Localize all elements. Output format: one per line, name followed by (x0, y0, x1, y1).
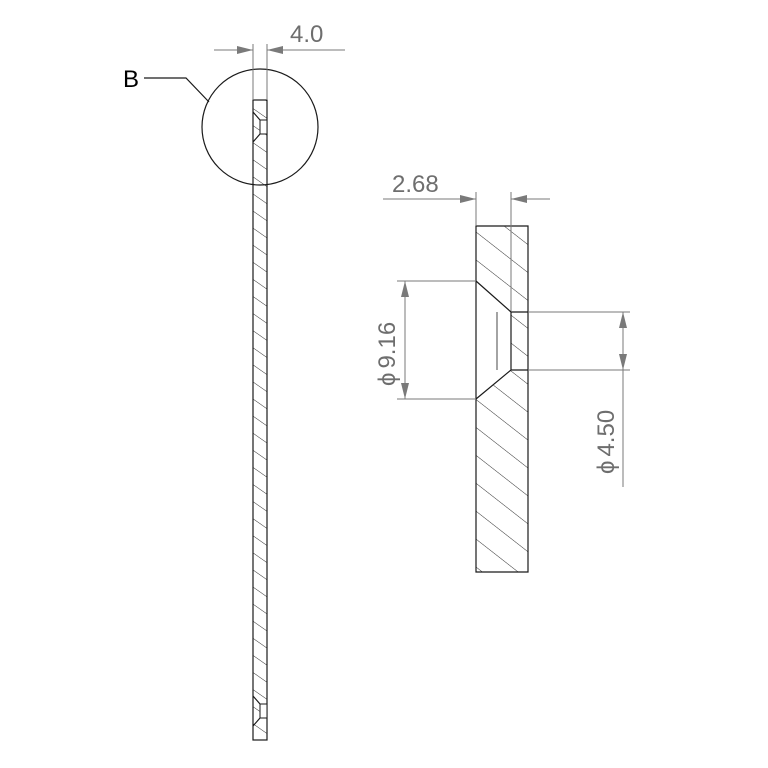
thin-section-hatch (253, 100, 267, 740)
detail-circle-b (201, 68, 319, 186)
dimension-label-2-68: 2.68 (392, 171, 439, 198)
svg-text:ϕ4.50: ϕ 4.50 (593, 410, 620, 474)
diameter-symbol-inner: ϕ (593, 461, 620, 474)
dimension-label-9-16: 9.16 (374, 322, 401, 369)
dimension-thickness-overall: 4.0 (214, 21, 345, 99)
top-counterbore (252, 111, 268, 143)
svg-text:ϕ9.16: ϕ 9.16 (374, 322, 401, 386)
diameter-symbol-outer: ϕ (374, 373, 401, 386)
thin-section-outline (252, 99, 268, 741)
bottom-counterbore (252, 695, 268, 727)
detail-label-b: B (123, 66, 139, 93)
dimension-label-4-0: 4.0 (290, 21, 323, 48)
side-section-view: B 4.0 (123, 21, 345, 741)
dimension-label-4-50: 4.50 (593, 410, 620, 457)
dimension-diameter-outer: ϕ 9.16 (374, 280, 475, 400)
dimension-thickness-detail: 2.68 (383, 171, 550, 311)
dimension-diameter-inner: ϕ 4.50 (529, 311, 630, 487)
detail-chamfer-profile (475, 280, 512, 400)
detail-view-b: 2.68 ϕ 9.16 ϕ 4.50 (374, 171, 630, 573)
detail-hatch (476, 226, 528, 572)
detail-leader (144, 77, 210, 103)
